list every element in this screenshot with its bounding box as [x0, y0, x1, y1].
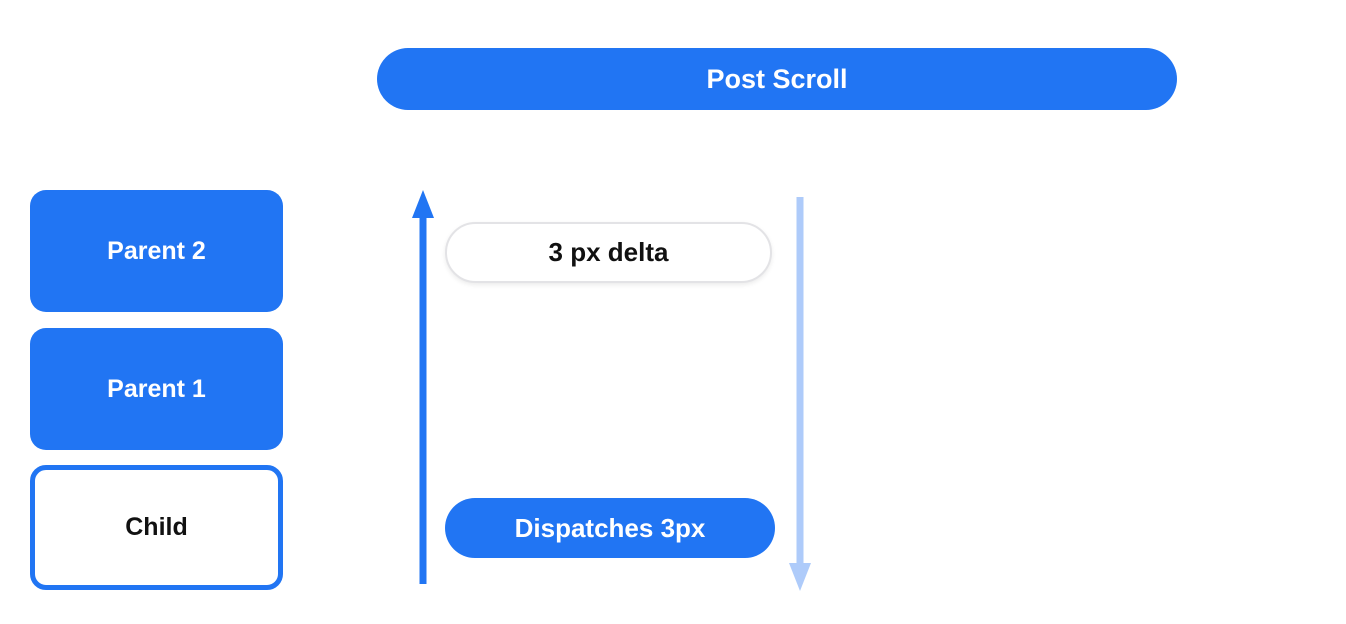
node-parent-1-label: Parent 1	[107, 374, 206, 403]
node-parent-1: Parent 1	[30, 328, 283, 450]
delta-annotation-label: 3 px delta	[548, 237, 669, 267]
node-child: Child	[30, 465, 283, 590]
node-parent-2-label: Parent 2	[107, 236, 206, 265]
delta-annotation: 3 px delta	[445, 222, 772, 283]
scroll-down-arrow-icon	[789, 197, 811, 591]
node-child-label: Child	[125, 513, 188, 541]
node-parent-2: Parent 2	[30, 190, 283, 312]
post-scroll-header: Post Scroll	[377, 48, 1177, 110]
dispatch-annotation-label: Dispatches 3px	[514, 512, 706, 543]
post-scroll-label: Post Scroll	[706, 63, 848, 94]
dispatch-annotation: Dispatches 3px	[445, 498, 775, 558]
scroll-up-arrow-icon	[412, 190, 434, 584]
